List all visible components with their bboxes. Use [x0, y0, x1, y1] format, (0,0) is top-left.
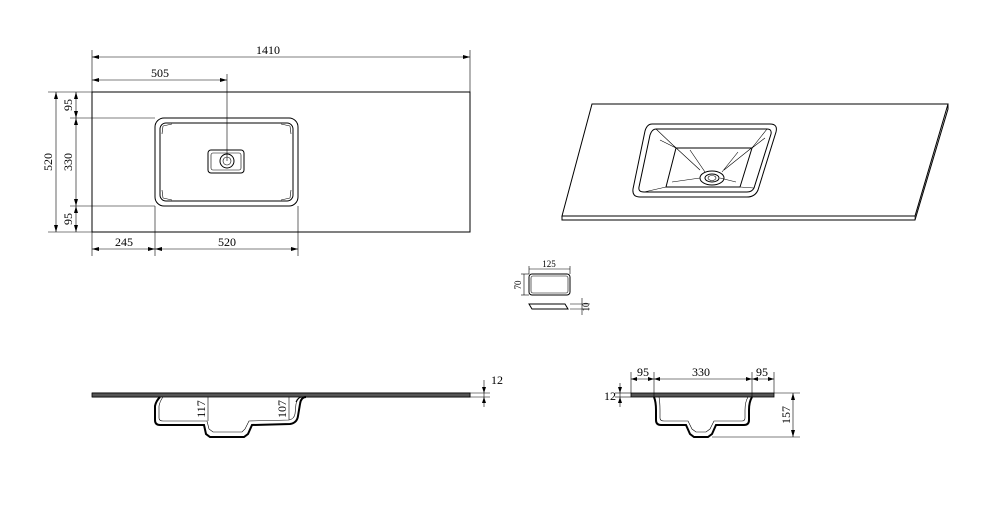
- dim-bowl-length: 520: [218, 235, 236, 249]
- drain-detail-plate: [528, 303, 569, 310]
- dim-overall-length: 1410: [256, 43, 280, 57]
- long-slab-thickness: 12: [491, 373, 503, 387]
- drain-width-dim: 125: [542, 259, 556, 269]
- cross-bowl-width: 330: [692, 365, 710, 379]
- dim-bowl-depth: 330: [61, 153, 75, 171]
- cross-edge-left: 95: [637, 365, 649, 379]
- dim-edge-back: 95: [61, 213, 75, 225]
- cross-slab-thickness: 12: [604, 389, 616, 403]
- iso-drain: [699, 170, 725, 186]
- top-view: 1410 505 520 95 330 95 245 520: [41, 43, 471, 256]
- dim-overall-depth: 520: [41, 153, 55, 171]
- dim-center-offset: 505: [151, 66, 169, 80]
- iso-bowl-rim: [632, 123, 777, 198]
- dim-left-offset: 245: [115, 235, 133, 249]
- cross-overall-height: 157: [779, 406, 793, 424]
- drain-height-dim: 70: [513, 280, 523, 290]
- cross-edge-right: 95: [756, 365, 768, 379]
- countertop-outline: [91, 91, 471, 233]
- iso-slab-top: [561, 103, 949, 217]
- long-slab: [91, 392, 471, 398]
- cross-section: 95 330 95 12 157: [604, 365, 800, 438]
- long-depth-b: 107: [275, 400, 289, 418]
- cross-bowl-profile: [653, 396, 753, 438]
- isometric-view: [561, 103, 949, 221]
- dim-edge-front: 95: [61, 99, 75, 111]
- drain-outer: [207, 149, 245, 174]
- bowl-outer: [154, 117, 299, 207]
- long-bowl-profile: [154, 396, 307, 438]
- drain-detail: 125 70 10: [513, 259, 591, 315]
- bowl-inner: [159, 122, 294, 202]
- long-depth-a: 117: [194, 400, 208, 418]
- drain-thickness-dim: 10: [581, 302, 591, 312]
- drain-detail-outer: [528, 273, 571, 296]
- long-section: 117 107 12: [91, 373, 503, 438]
- cross-slab: [630, 392, 775, 398]
